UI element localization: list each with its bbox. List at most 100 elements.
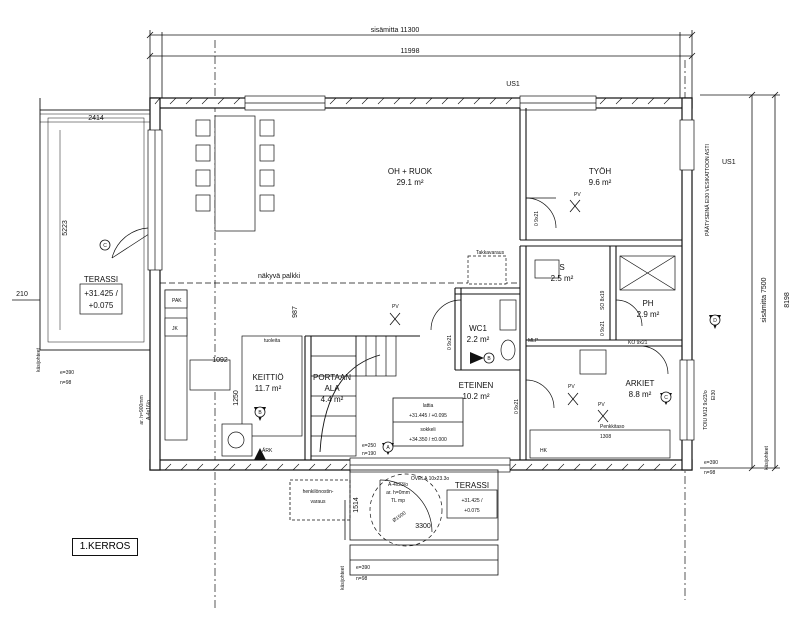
- e390-c: e=390: [356, 565, 370, 571]
- dim-beam: 987: [292, 306, 299, 318]
- dim-entry: 1514: [353, 497, 360, 513]
- kasitteet-3: käsijohteet: [340, 565, 346, 590]
- tuoleita-label: tuoleita: [264, 338, 280, 344]
- n98-c: n=98: [356, 576, 367, 582]
- terrace-left-name: TERASSI: [84, 275, 118, 284]
- room-ph-name: PH: [642, 299, 653, 308]
- room-arkiet-area: 8.8 m²: [629, 390, 652, 399]
- stair-n190: n=190: [362, 451, 376, 457]
- tl-mp-label: TL mp: [391, 498, 405, 504]
- e390-b: e=390: [704, 460, 718, 466]
- svg-text:C: C: [103, 243, 107, 249]
- door-label-2: 0 9x21: [447, 335, 453, 350]
- room-s-area: 2.5 m²: [551, 274, 574, 283]
- windows: [147, 95, 695, 473]
- ark-label: ÄRK: [262, 447, 273, 454]
- section-b-kitchen: B: [258, 410, 262, 416]
- terrace-door-swing: [111, 227, 153, 259]
- section-marker-c-left: C: [99, 239, 111, 251]
- top-dimension-lines: [146, 30, 696, 98]
- so-label: SO 8x19: [600, 290, 606, 310]
- room-wc1-name: WC1: [469, 324, 487, 333]
- terrace-left-level: +31.425 /: [84, 289, 118, 298]
- takkavaraus-label: Takkavaraus: [476, 250, 505, 256]
- pak-label: PAK: [172, 298, 182, 304]
- pv-eteinen: PV: [568, 384, 575, 390]
- terrace-bottom-level2: +0.075: [464, 508, 480, 514]
- ovi-label: OVELA 10x23.3o: [411, 476, 450, 482]
- terrace-left: [39, 98, 153, 351]
- section-a: A: [386, 445, 390, 451]
- section-b-wc: B: [487, 356, 491, 362]
- room-portaan-1: PORTAAN: [313, 373, 351, 382]
- penkkitaso-label: Penkkitaso: [600, 424, 625, 430]
- e390-a: e=390: [60, 370, 74, 376]
- pv-tyoh: PV: [574, 192, 581, 198]
- pv-oh: PV: [392, 304, 399, 310]
- room-keittio-name: KEITTIÖ: [252, 373, 283, 382]
- dim-entry-width: 3300: [415, 523, 431, 530]
- room-oh-ruok-name: OH + RUOK: [388, 167, 433, 176]
- dim-terrace-height: 5223: [62, 220, 69, 236]
- staircase: [310, 335, 397, 457]
- n98-b: n=98: [704, 470, 715, 476]
- aukko-label: A-4x23/o: [388, 482, 408, 488]
- dim-top-outer: 11998: [401, 48, 420, 55]
- terrace-left-level2: +0.075: [89, 301, 114, 310]
- toiu-label: TOIU M12 9x23/o: [703, 390, 709, 430]
- dim-kitchen-h: 1250: [233, 390, 240, 406]
- section-d: D: [713, 318, 717, 324]
- door-swings: [369, 197, 669, 547]
- kasitteet-2: käsijohteet: [764, 445, 770, 470]
- room-portaan-2: ALA: [324, 384, 340, 393]
- room-eteinen-area: 10.2 m²: [462, 392, 489, 401]
- entrance-area: [289, 469, 499, 576]
- dim-top-inner: sisämitta 11300: [371, 27, 420, 34]
- ei30-label: EI30: [711, 390, 717, 401]
- a4x16-label: A-4x16/o: [146, 400, 152, 420]
- section-markers: B B C D A: [254, 314, 721, 460]
- lattia-label: lattia: [423, 403, 434, 409]
- room-keittio-area: 11.7 m²: [255, 384, 282, 393]
- us1-top-label: US1: [506, 81, 520, 88]
- pv-markers: [389, 199, 609, 423]
- room-tyoh-area: 9.6 m²: [589, 178, 612, 187]
- dim-bench: 1308: [600, 434, 611, 440]
- room-ph-area: 2.9 m²: [637, 310, 660, 319]
- floor-label-box: 1.KERROS: [72, 538, 138, 556]
- n98-a: n=98: [60, 380, 71, 386]
- terrace-bottom-name: TERASSI: [455, 481, 489, 490]
- hk-label: HK: [540, 448, 548, 454]
- room-arkiet-name: ARKIET: [626, 379, 655, 388]
- dim-right-outer: 8198: [784, 292, 791, 308]
- paatyseina-label: PÄÄTYSEINÄ EI30 VESIKATTOON ASTI: [704, 144, 711, 236]
- sokkeli-label: sokkeli: [420, 427, 435, 433]
- henkilonostin-label-2: varaus: [310, 499, 326, 505]
- door-label-3: 0 9x21: [514, 399, 520, 414]
- terrace-bottom-level: +31.425 /: [462, 498, 484, 504]
- stair-e250: e=250: [362, 443, 376, 449]
- kitchen-fixtures: [164, 289, 303, 457]
- section-c-right: C: [664, 395, 668, 401]
- level-box: [392, 397, 464, 447]
- ko-label: KO 9x21: [628, 340, 648, 346]
- ar-h900-label: ar. h=900mm: [139, 395, 145, 424]
- mlp-label: MLP: [528, 338, 539, 344]
- room-wc1-area: 2.2 m²: [467, 335, 490, 344]
- centre-lines: [214, 40, 686, 610]
- us1-right-label: US1: [722, 159, 736, 166]
- room-s-name: S: [559, 263, 564, 272]
- beam-label: näkyvä palkki: [258, 273, 300, 280]
- dim-terrace-width: 2414: [88, 115, 104, 122]
- dim-right-inner: sisämitta 7500: [761, 277, 768, 322]
- lattia-value: +31.445 / +0.095: [409, 413, 447, 419]
- door-label-1: 0 9x21: [534, 211, 540, 226]
- kasitteet-1: käsijohteet: [36, 347, 42, 372]
- room-portaan-area: 4.4 m²: [321, 395, 344, 404]
- room-tyoh-name: TYÖH: [589, 167, 611, 176]
- wc-fixtures: [467, 255, 676, 459]
- dining-table: [195, 115, 275, 232]
- ar-h0-label: ar. h=0mm: [386, 490, 410, 496]
